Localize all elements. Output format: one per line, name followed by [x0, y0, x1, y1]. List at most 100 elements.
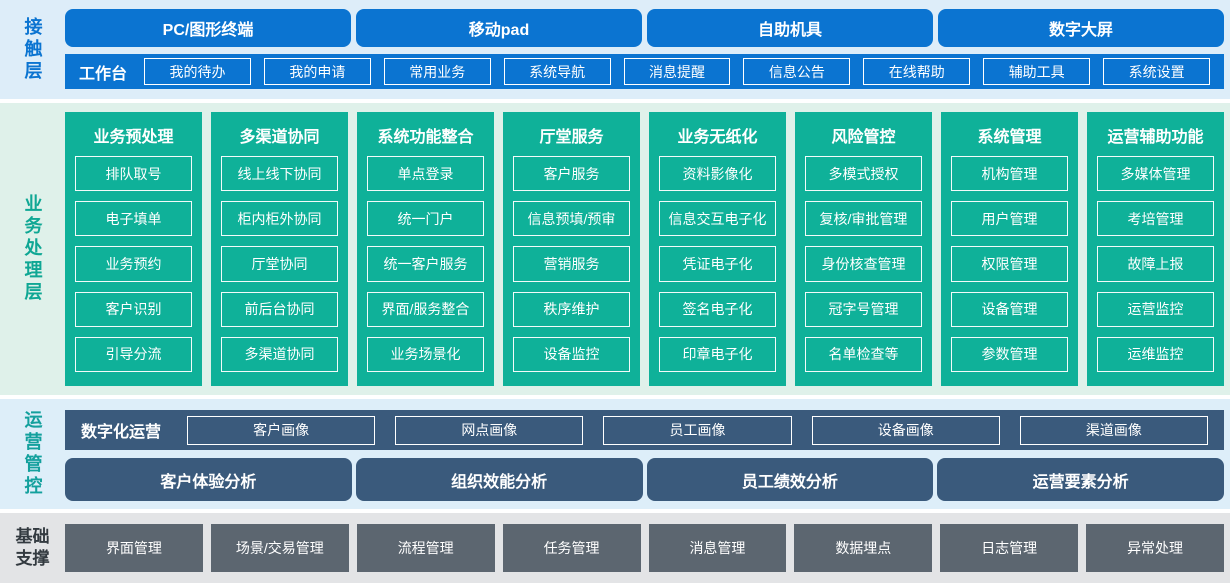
module-item: 客户服务	[513, 156, 630, 192]
column-risk-control: 风险管控 多模式授权 复核/审批管理 身份核查管理 冠字号管理 名单检查等	[795, 112, 932, 386]
column-title: 风险管控	[831, 129, 896, 146]
module-item: 印章电子化	[659, 336, 776, 373]
business-layer: 业务处理层 业务预处理 排队取号 电子填单 业务预约 客户识别 引导分流 多渠道…	[0, 103, 1230, 395]
module-item: 名单检查等	[805, 336, 922, 373]
foundation-item-task-management: 任务管理	[502, 524, 641, 572]
foundation-item-scene-transaction: 场景/交易管理	[210, 524, 349, 572]
channel-pc-terminal: PC/图形终端	[65, 9, 351, 47]
module-item: 故障上报	[1097, 246, 1214, 282]
workbench-item-common-business: 常用业务	[383, 58, 491, 85]
module-item: 冠字号管理	[805, 291, 922, 327]
module-item: 引导分流	[75, 336, 192, 373]
module-item: 营销服务	[513, 246, 630, 282]
foundation-item-log-management: 日志管理	[940, 524, 1079, 572]
operations-layer-content: 数字化运营 客户画像 网点画像 员工画像 设备画像 渠道画像 客户体验分析 组织…	[65, 399, 1230, 509]
module-item: 信息交互电子化	[659, 201, 776, 237]
column-system-management: 系统管理 机构管理 用户管理 权限管理 设备管理 参数管理	[941, 112, 1078, 386]
column-operation-aux: 运营辅助功能 多媒体管理 考培管理 故障上报 运营监控 运维监控	[1087, 112, 1224, 386]
module-item: 考培管理	[1097, 201, 1214, 237]
column-title: 多渠道协同	[239, 129, 320, 146]
portrait-channel: 渠道画像	[1019, 415, 1209, 445]
column-title: 业务预处理	[93, 129, 174, 146]
module-item: 运维监控	[1097, 336, 1214, 373]
module-item: 业务场景化	[367, 336, 484, 373]
column-system-integration: 系统功能整合 单点登录 统一门户 统一客户服务 界面/服务整合 业务场景化	[357, 112, 494, 386]
workbench-bar: 工作台 我的待办 我的申请 常用业务 系统导航 消息提醒 信息公告 在线帮助 辅…	[65, 54, 1224, 89]
workbench-label: 工作台	[79, 65, 128, 83]
module-item: 单点登录	[367, 156, 484, 192]
module-item: 身份核查管理	[805, 246, 922, 282]
module-item: 多模式授权	[805, 156, 922, 192]
business-layer-content: 业务预处理 排队取号 电子填单 业务预约 客户识别 引导分流 多渠道协同 线上线…	[65, 103, 1230, 395]
module-item: 排队取号	[75, 156, 192, 192]
module-item: 统一门户	[367, 201, 484, 237]
contact-layer-label-area: 接触层	[0, 0, 65, 99]
module-item: 界面/服务整合	[367, 291, 484, 327]
module-item: 机构管理	[951, 156, 1068, 192]
column-business-preprocessing: 业务预处理 排队取号 电子填单 业务预约 客户识别 引导分流	[65, 112, 202, 386]
module-item: 前后台协同	[221, 291, 338, 327]
column-title: 业务无纸化	[677, 129, 758, 146]
business-layer-label-area: 业务处理层	[0, 103, 65, 395]
foundation-item-ui-management: 界面管理	[65, 524, 203, 572]
module-item: 厅堂协同	[221, 246, 338, 282]
module-item: 设备监控	[513, 336, 630, 373]
workbench-item-online-help: 在线帮助	[863, 58, 971, 85]
digital-operation-bar: 数字化运营 客户画像 网点画像 员工画像 设备画像 渠道画像	[65, 410, 1224, 450]
contact-layer: 接触层 PC/图形终端 移动pad 自助机具 数字大屏 工作台 我的待办 我的申…	[0, 0, 1230, 99]
channel-mobile-pad: 移动pad	[356, 9, 642, 47]
module-item: 运营监控	[1097, 291, 1214, 327]
analysis-customer-experience: 客户体验分析	[65, 458, 352, 501]
channel-self-service: 自助机具	[647, 9, 933, 47]
portrait-branch: 网点画像	[395, 415, 584, 445]
foundation-layer-content: 界面管理 场景/交易管理 流程管理 任务管理 消息管理 数据埋点 日志管理 异常…	[65, 513, 1230, 583]
foundation-layer-label-area: 基础支撑	[0, 513, 65, 583]
business-columns: 业务预处理 排队取号 电子填单 业务预约 客户识别 引导分流 多渠道协同 线上线…	[65, 112, 1224, 386]
portrait-customer: 客户画像	[187, 415, 376, 445]
contact-layer-label: 接触层	[22, 16, 43, 83]
column-multichannel-collab: 多渠道协同 线上线下协同 柜内柜外协同 厅堂协同 前后台协同 多渠道协同	[211, 112, 348, 386]
channel-row: PC/图形终端 移动pad 自助机具 数字大屏	[65, 9, 1224, 47]
workbench-item-my-todo: 我的待办	[144, 58, 251, 85]
foundation-item-exception-handling: 异常处理	[1086, 524, 1224, 572]
module-item: 多渠道协同	[221, 336, 338, 373]
module-item: 电子填单	[75, 201, 192, 237]
operations-layer: 运营管控 数字化运营 客户画像 网点画像 员工画像 设备画像 渠道画像 客户体验…	[0, 399, 1230, 509]
analysis-row: 客户体验分析 组织效能分析 员工绩效分析 运营要素分析	[65, 458, 1224, 501]
column-title: 厅堂服务	[539, 129, 604, 146]
module-item: 设备管理	[951, 291, 1068, 327]
module-item: 客户识别	[75, 291, 192, 327]
contact-layer-content: PC/图形终端 移动pad 自助机具 数字大屏 工作台 我的待办 我的申请 常用…	[65, 0, 1230, 99]
module-item: 复核/审批管理	[805, 201, 922, 237]
foundation-row: 界面管理 场景/交易管理 流程管理 任务管理 消息管理 数据埋点 日志管理 异常…	[65, 524, 1224, 572]
module-item: 秩序维护	[513, 291, 630, 327]
column-title: 系统管理	[977, 129, 1042, 146]
module-item: 柜内柜外协同	[221, 201, 338, 237]
channel-digital-screen: 数字大屏	[938, 9, 1224, 47]
analysis-org-efficiency: 组织效能分析	[355, 458, 643, 501]
module-item: 线上线下协同	[221, 156, 338, 192]
foundation-item-data-tracking: 数据埋点	[794, 524, 933, 572]
analysis-operation-elements: 运营要素分析	[937, 458, 1224, 501]
digital-operation-label: 数字化运营	[81, 424, 162, 441]
workbench-item-system-nav: 系统导航	[503, 58, 611, 85]
module-item: 多媒体管理	[1097, 156, 1214, 192]
foundation-layer: 基础支撑 界面管理 场景/交易管理 流程管理 任务管理 消息管理 数据埋点 日志…	[0, 513, 1230, 583]
foundation-layer-label: 基础支撑	[15, 526, 50, 568]
column-title: 运营辅助功能	[1107, 129, 1204, 146]
business-layer-label: 业务处理层	[22, 194, 43, 304]
module-item: 业务预约	[75, 246, 192, 282]
workbench-item-my-application: 我的申请	[263, 58, 371, 85]
column-hall-service: 厅堂服务 客户服务 信息预填/预审 营销服务 秩序维护 设备监控	[503, 112, 640, 386]
analysis-employee-performance: 员工绩效分析	[646, 458, 934, 501]
module-item: 参数管理	[951, 336, 1068, 373]
column-title: 系统功能整合	[377, 129, 474, 146]
operations-layer-label: 运营管控	[22, 410, 43, 498]
module-item: 信息预填/预审	[513, 201, 630, 237]
workbench-item-aux-tools: 辅助工具	[983, 58, 1091, 85]
workbench-item-info-notice: 信息公告	[743, 58, 851, 85]
module-item: 用户管理	[951, 201, 1068, 237]
foundation-item-message-management: 消息管理	[648, 524, 787, 572]
column-paperless-business: 业务无纸化 资料影像化 信息交互电子化 凭证电子化 签名电子化 印章电子化	[649, 112, 786, 386]
